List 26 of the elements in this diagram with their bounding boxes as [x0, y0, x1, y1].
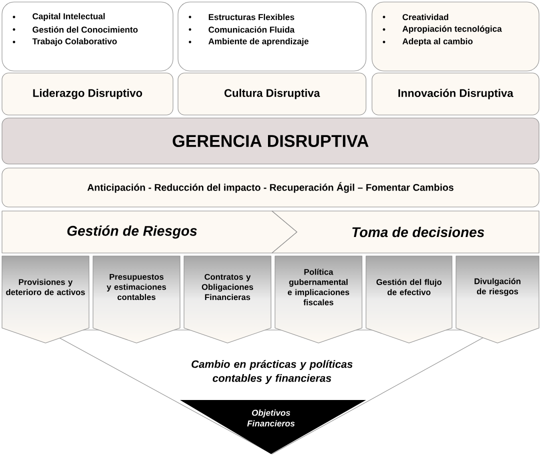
pillar-box: Cultura Disruptiva	[178, 72, 366, 116]
list-item: Estructuras Flexibles	[208, 14, 294, 20]
list-item: Creatividad	[402, 14, 448, 20]
list-item: Trabajo Colaborativo	[32, 38, 117, 46]
pentagon-box: Contratos y Obligaciones Financieras	[184, 256, 272, 344]
pillar-box: Liderazgo Disruptivo	[2, 72, 174, 116]
list-item: Adepta al cambio	[402, 38, 473, 46]
list-box	[372, 2, 540, 72]
pentagon-box: Política gubernamental e implicaciones fiscales	[274, 256, 362, 344]
target-triangle: Objetivos Financieros	[180, 400, 366, 454]
pentagon-box: Divulgación de riesgos	[456, 256, 540, 344]
pentagon-box: Gestión del flujo de efectivo	[366, 256, 452, 344]
title-band: GERENCIA DISRUPTIVA	[2, 118, 540, 164]
pentagon-box: Presupuestos y estimaciones contables	[92, 256, 180, 344]
pentagon-box: Provisiones y deterioro de activos	[2, 256, 90, 344]
list-box	[2, 2, 174, 72]
list-item: Apropiación tecnológica	[402, 25, 502, 34]
pillar-box: Innovación Disruptiva	[372, 72, 540, 116]
chevron-band: Gestión de Riesgos	[2, 210, 298, 254]
chevron-band: Toma de decisiones	[272, 210, 540, 254]
list-item: Gestión del Conocimiento	[32, 26, 138, 33]
list-item: Ambiente de aprendizaje	[208, 38, 308, 46]
list-box	[178, 2, 366, 72]
band-box: Anticipación - Reducción del impacto - Recuperación Ágil – Fomentar Cambios	[2, 168, 540, 208]
list-item: Capital Intelectual	[32, 13, 105, 21]
list-item: Comunicación Fluida	[208, 26, 295, 33]
